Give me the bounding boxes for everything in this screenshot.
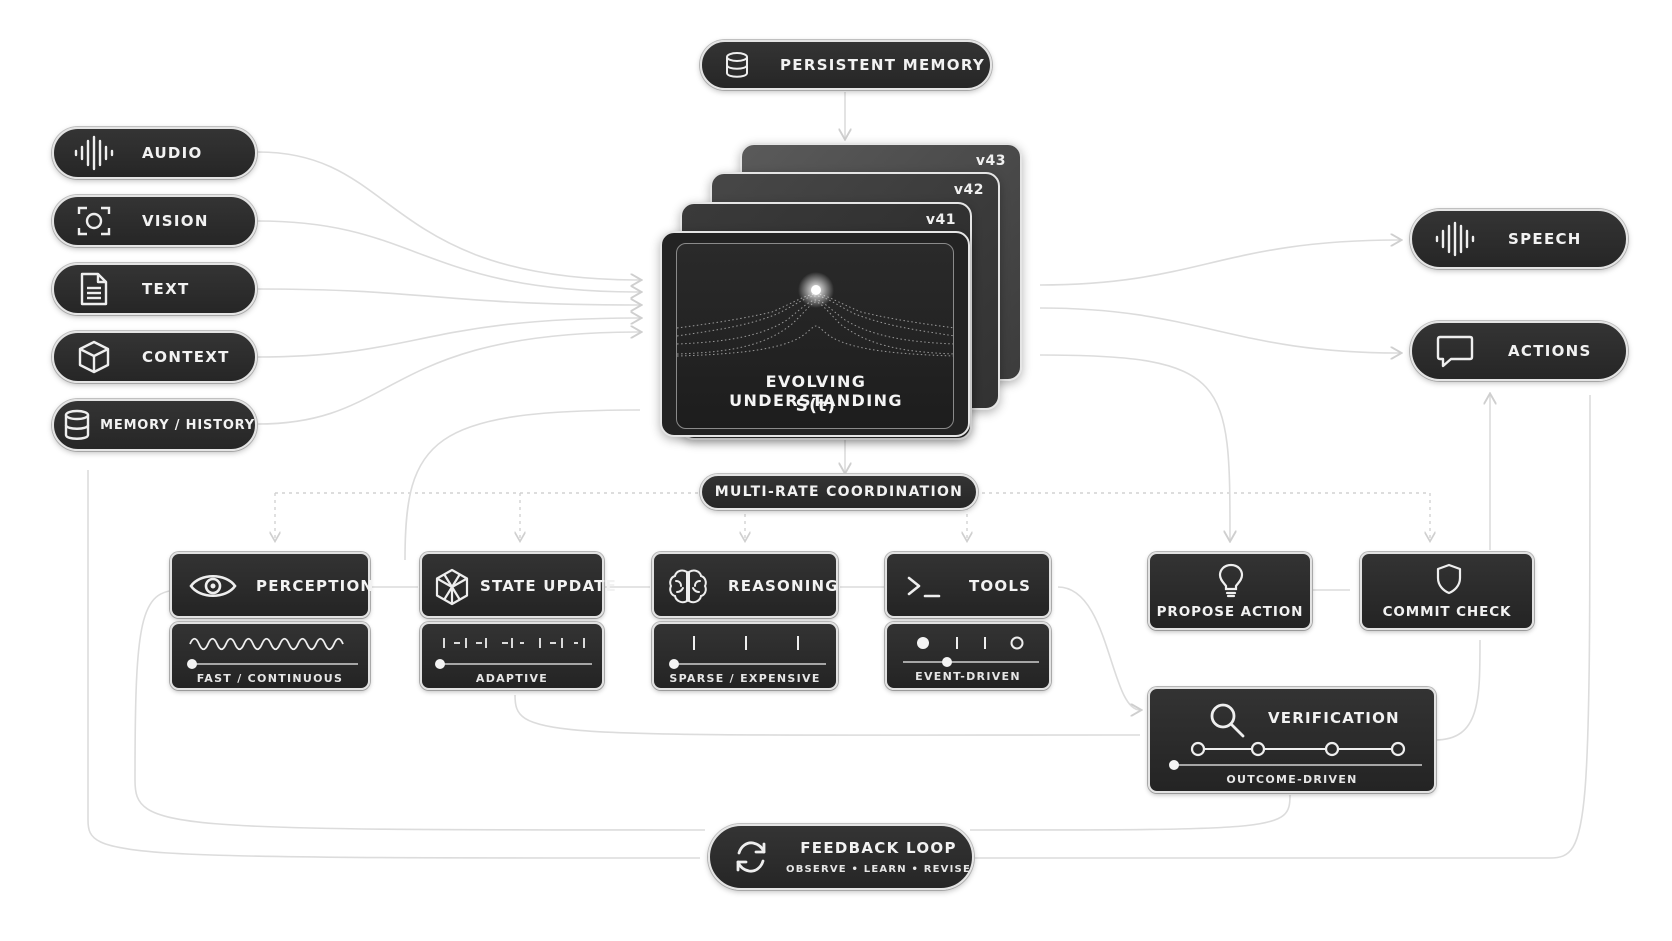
output-label: ACTIONS — [1508, 342, 1592, 360]
process-label: PERCEPTION — [256, 577, 375, 595]
rate-label: EVENT-DRIVEN — [915, 670, 1021, 683]
brain-icon — [668, 568, 708, 610]
sparse-ticks-graphic — [669, 636, 826, 669]
coordination-label: MULTI-RATE COORDINATION — [714, 484, 964, 500]
input-label: AUDIO — [142, 144, 203, 162]
rate-label: FAST / CONTINUOUS — [196, 672, 344, 685]
document-icon — [54, 271, 134, 307]
input-label: CONTEXT — [142, 348, 230, 366]
reasoning-rate-panel: SPARSE / EXPENSIVE — [652, 622, 838, 690]
understanding-title: EVOLVING UNDERSTANDING — [729, 372, 903, 410]
feedback-text-group: FEEDBACK LOOP OBSERVE • LEARN • REVISE — [786, 839, 971, 875]
perception-node[interactable]: PERCEPTION — [170, 552, 373, 618]
verification-node[interactable]: VERIFICATION OUTCOME-DRIVEN — [1148, 687, 1436, 793]
version-tag: v41 — [925, 212, 956, 228]
commit-check-label: COMMIT CHECK — [1382, 604, 1512, 620]
process-label: TOOLS — [969, 577, 1032, 595]
tools-node[interactable]: TOOLS — [885, 552, 1051, 618]
input-vision[interactable]: VISION — [52, 195, 257, 247]
outcome-track-graphic — [1169, 741, 1422, 770]
continuous-wave-graphic — [187, 637, 358, 669]
feedback-title: FEEDBACK LOOP — [800, 839, 957, 857]
terminal-icon — [905, 572, 945, 606]
process-label: REASONING — [728, 577, 839, 595]
propose-action-label: PROPOSE ACTION — [1156, 604, 1304, 620]
commit-check-node[interactable]: COMMIT CHECK — [1360, 552, 1534, 630]
lightbulb-icon — [1216, 562, 1246, 602]
tools-rate-panel: EVENT-DRIVEN — [885, 622, 1051, 690]
output-label: SPEECH — [1508, 230, 1582, 248]
input-memory-history[interactable]: MEMORY / HISTORY — [52, 399, 257, 451]
waveform-icon — [1412, 221, 1498, 257]
input-label: MEMORY / HISTORY — [100, 417, 255, 433]
feedback-steps: OBSERVE • LEARN • REVISE — [786, 864, 971, 875]
state-update-node[interactable]: STATE UPDATE — [420, 552, 616, 618]
version-tag: v43 — [975, 153, 1006, 169]
rate-label: ADAPTIVE — [475, 672, 549, 685]
input-context[interactable]: CONTEXT — [52, 331, 257, 383]
input-label: TEXT — [142, 280, 190, 298]
shield-icon — [1434, 562, 1464, 600]
database-icon — [702, 50, 772, 80]
multi-rate-coordination-node[interactable]: MULTI-RATE COORDINATION — [700, 474, 978, 510]
propose-action-node[interactable]: PROPOSE ACTION — [1148, 552, 1312, 630]
persistent-memory-node[interactable]: PERSISTENT MEMORY — [700, 40, 992, 90]
evolving-understanding-card[interactable]: EVOLVING UNDERSTANDING S(t) — [660, 231, 970, 437]
output-speech[interactable]: SPEECH — [1410, 209, 1628, 269]
refresh-cycle-icon — [710, 837, 792, 877]
process-label: STATE UPDATE — [480, 577, 617, 595]
persistent-memory-label: PERSISTENT MEMORY — [780, 56, 986, 74]
waveform-icon — [54, 135, 134, 171]
chat-bubble-icon — [1412, 333, 1498, 369]
input-audio[interactable]: AUDIO — [52, 127, 257, 179]
feedback-loop-node[interactable]: FEEDBACK LOOP OBSERVE • LEARN • REVISE — [708, 824, 974, 890]
input-label: VISION — [142, 212, 209, 230]
cube-icon — [54, 339, 134, 375]
database-icon — [54, 408, 100, 442]
rate-label: OUTCOME-DRIVEN — [1226, 773, 1358, 786]
eye-icon — [188, 568, 238, 608]
version-tag: v42 — [953, 182, 984, 198]
camera-focus-icon — [54, 203, 134, 239]
event-markers-graphic — [903, 636, 1039, 667]
understanding-screen: EVOLVING UNDERSTANDING S(t) — [676, 243, 954, 429]
understanding-formula: S(t) — [795, 396, 837, 416]
perception-rate-panel: FAST / CONTINUOUS — [170, 622, 370, 690]
wave-landscape-graphic — [677, 272, 953, 357]
hexagon-cube-icon — [434, 568, 470, 610]
input-text[interactable]: TEXT — [52, 263, 257, 315]
state-update-rate-panel: ADAPTIVE — [420, 622, 604, 690]
verification-label: VERIFICATION — [1268, 709, 1400, 727]
adaptive-ticks-graphic — [435, 638, 592, 669]
rate-label: SPARSE / EXPENSIVE — [669, 672, 821, 685]
output-actions[interactable]: ACTIONS — [1410, 321, 1628, 381]
reasoning-node[interactable]: REASONING — [652, 552, 838, 618]
magnifier-icon — [1208, 701, 1246, 743]
